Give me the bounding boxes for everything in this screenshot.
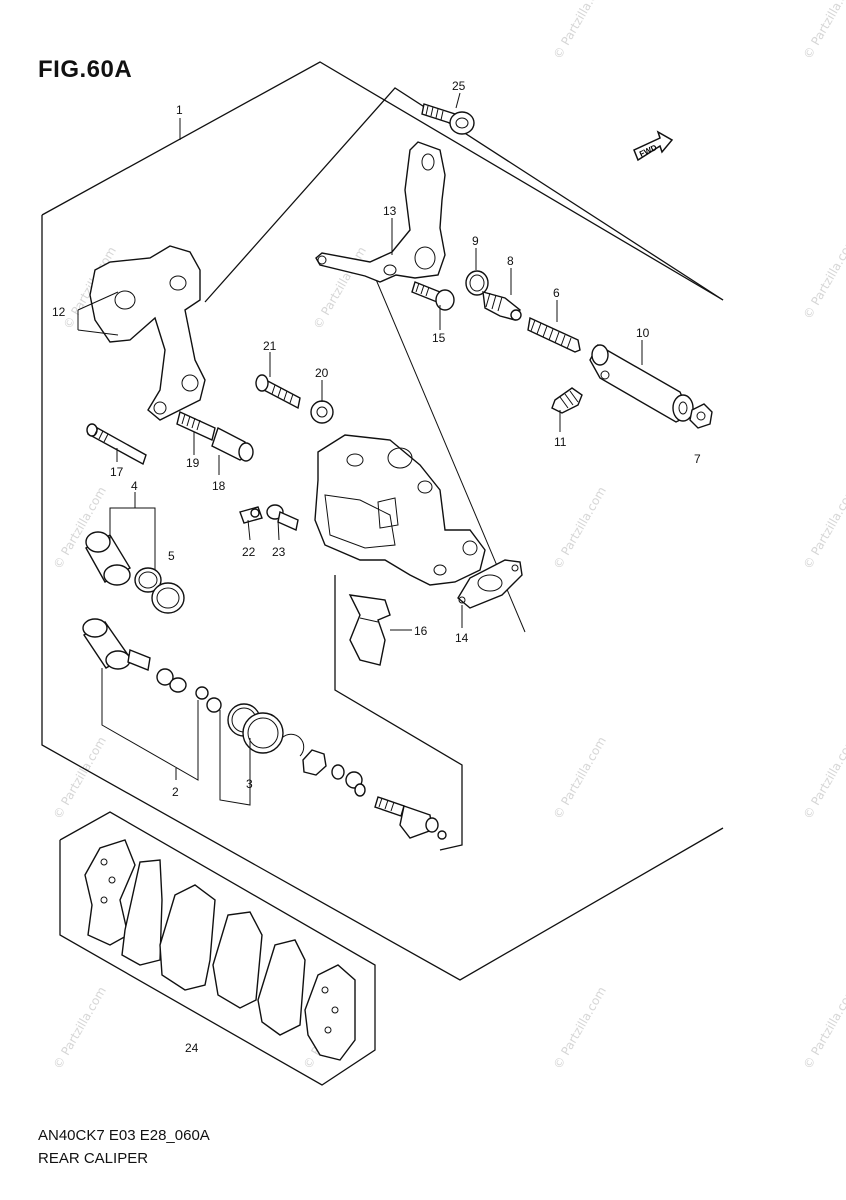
bleeder-sleeve-10 bbox=[589, 344, 694, 423]
watermark: © Partzilla.com bbox=[800, 234, 846, 321]
callout-8: 8 bbox=[507, 254, 514, 268]
callout-22: 22 bbox=[242, 545, 256, 559]
piston-2-stack bbox=[82, 618, 305, 757]
assembly-outline bbox=[41, 61, 724, 981]
bolt-19 bbox=[176, 411, 216, 441]
brake-pads-24 bbox=[59, 811, 376, 1086]
bleeder-cap-23 bbox=[266, 504, 299, 531]
pad-spring-16 bbox=[348, 594, 391, 666]
piston-4 bbox=[85, 531, 131, 586]
seal-5 bbox=[134, 567, 185, 614]
leader-lines bbox=[77, 92, 643, 806]
collar-20 bbox=[310, 400, 334, 424]
bleeder-22 bbox=[239, 506, 263, 524]
callout-18: 18 bbox=[212, 479, 226, 493]
watermark: © Partzilla.com bbox=[550, 734, 608, 821]
callout-15: 15 bbox=[432, 331, 446, 345]
watermark: © Partzilla.com bbox=[50, 984, 108, 1071]
watermark: © Partzilla.com bbox=[800, 484, 846, 571]
caliper-body bbox=[314, 434, 486, 586]
callout-24: 24 bbox=[185, 1041, 199, 1055]
forward-arrow-icon: FWD bbox=[633, 130, 674, 162]
cap-7 bbox=[689, 403, 713, 429]
callout-5: 5 bbox=[168, 549, 175, 563]
callout-16: 16 bbox=[414, 624, 428, 638]
forward-label: FWD bbox=[638, 143, 659, 159]
pin-6 bbox=[527, 316, 581, 353]
callout-3: 3 bbox=[246, 777, 253, 791]
callout-4: 4 bbox=[131, 479, 138, 493]
pin-11 bbox=[551, 387, 583, 414]
watermark: © Partzilla.com bbox=[550, 984, 608, 1071]
watermark: © Partzilla.com bbox=[800, 984, 846, 1071]
callout-19: 19 bbox=[186, 456, 200, 470]
boot-8 bbox=[482, 291, 522, 321]
support-bracket-12 bbox=[89, 245, 206, 421]
bolt-25 bbox=[421, 103, 475, 135]
callout-2: 2 bbox=[172, 785, 179, 799]
callout-23: 23 bbox=[272, 545, 286, 559]
watermark: © Partzilla.com bbox=[550, 0, 608, 62]
callout-25: 25 bbox=[452, 79, 466, 93]
callout-9: 9 bbox=[472, 234, 479, 248]
bracket-13 bbox=[315, 141, 446, 283]
callout-6: 6 bbox=[553, 286, 560, 300]
callout-21: 21 bbox=[263, 339, 277, 353]
callout-12: 12 bbox=[52, 305, 66, 319]
watermark: © Partzilla.com bbox=[800, 0, 846, 62]
pin-17 bbox=[86, 423, 147, 466]
o-ring-9 bbox=[465, 270, 489, 296]
callout-13: 13 bbox=[383, 204, 397, 218]
callout-labels: 1 25 13 9 8 6 10 15 11 7 12 21 20 17 19 … bbox=[52, 79, 701, 1055]
watermark: © Partzilla.com bbox=[800, 734, 846, 821]
watermark: © Partzilla.com bbox=[550, 484, 608, 571]
piston-3-stack bbox=[302, 749, 447, 840]
callout-14: 14 bbox=[455, 631, 469, 645]
gasket-14 bbox=[457, 559, 523, 609]
bolt-21 bbox=[255, 374, 301, 410]
figure-title: FIG.60A bbox=[38, 56, 133, 83]
callout-1: 1 bbox=[176, 103, 183, 117]
callout-10: 10 bbox=[636, 326, 650, 340]
figure-name: REAR CALIPER bbox=[38, 1150, 149, 1167]
bolt-15 bbox=[411, 281, 455, 311]
figure-code: AN40CK7 E03 E28_060A bbox=[38, 1127, 210, 1144]
callout-11: 11 bbox=[554, 435, 567, 449]
sleeve-18 bbox=[211, 427, 254, 462]
callout-17: 17 bbox=[110, 465, 124, 479]
callout-20: 20 bbox=[315, 366, 329, 380]
callout-7: 7 bbox=[694, 452, 701, 466]
